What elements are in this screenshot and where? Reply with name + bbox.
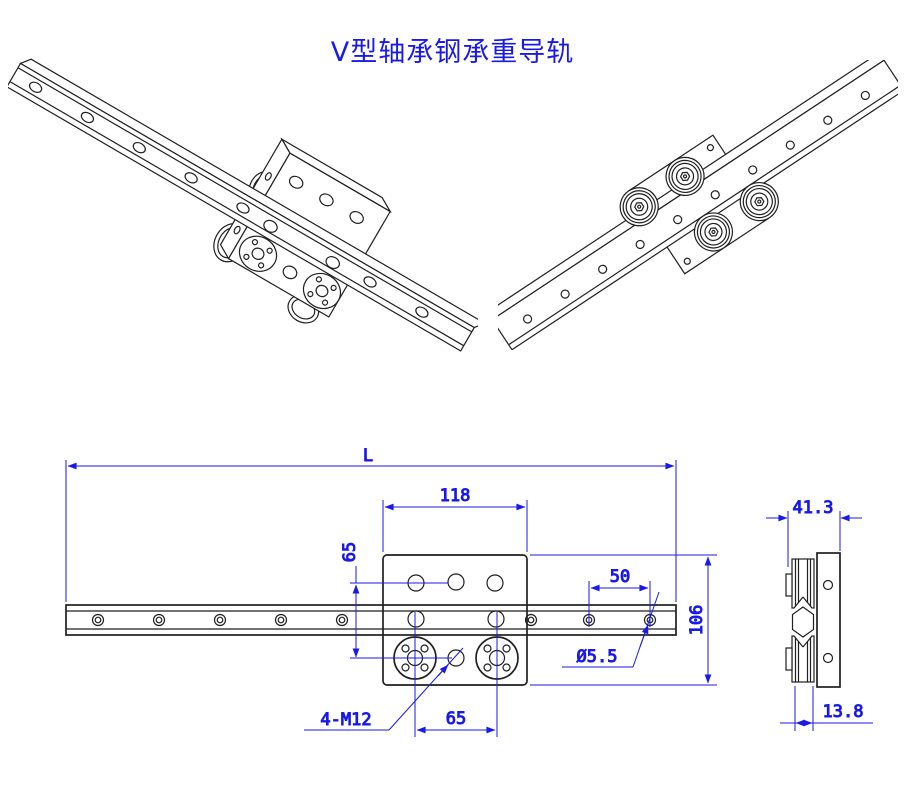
dim-overall-length: L	[65, 446, 677, 602]
flanged-bearings	[238, 219, 342, 310]
dim-label-118: 118	[440, 486, 471, 506]
dim-label-4-M12: 4-M12	[320, 710, 371, 730]
v-rail-back	[498, 60, 898, 350]
side-view	[785, 552, 841, 688]
isometric-view-front	[8, 58, 478, 352]
dim-assembly-width: 41.3	[766, 498, 862, 567]
isometric-view-back	[498, 60, 898, 350]
dim-roller-width: 13.8	[780, 686, 873, 731]
v-rail	[8, 58, 478, 352]
orthographic-views: L 118 65 50 106 Ø5.5	[65, 446, 873, 737]
rail-holes	[91, 613, 657, 627]
dim-carriage-width: 118	[382, 486, 528, 552]
dim-label-13-8: 13.8	[823, 702, 864, 722]
drawing-title: V型轴承钢承重导轨	[330, 37, 575, 68]
dim-label-50: 50	[610, 567, 630, 587]
dim-hole-row-offset: 65	[340, 541, 452, 659]
dim-bearing-spacing: 65	[414, 612, 498, 737]
dim-label-dia-5-5: Ø5.5	[577, 647, 618, 667]
dim-label-65-vertical: 65	[340, 542, 360, 562]
rail-cross-section	[791, 606, 815, 638]
rail-front-view	[65, 604, 677, 636]
v-groove-rollers	[619, 156, 779, 252]
dim-rail-hole-pitch: 50	[588, 567, 651, 627]
dim-label-L: L	[363, 446, 373, 466]
dim-label-65-bottom: 65	[446, 709, 466, 729]
carriage-front-view	[382, 554, 528, 686]
dim-label-106: 106	[687, 605, 707, 636]
dim-label-41-3: 41.3	[793, 498, 834, 518]
leader-rail-hole-dia: Ø5.5	[562, 591, 660, 668]
leader-thread-callout: 4-M12	[304, 647, 464, 731]
dim-carriage-height: 106	[530, 554, 717, 686]
